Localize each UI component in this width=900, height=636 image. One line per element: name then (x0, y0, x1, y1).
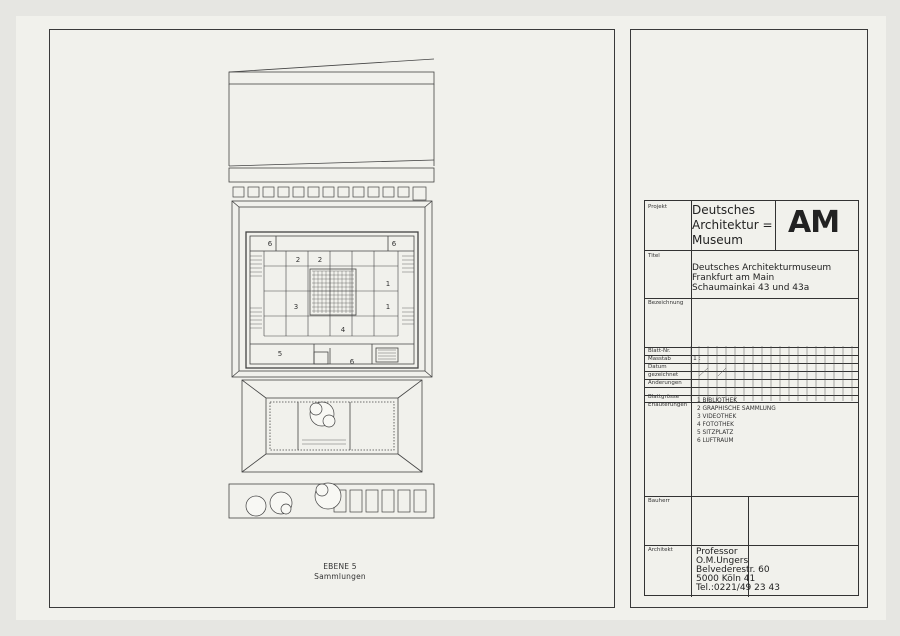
room-number: 3 (294, 303, 298, 311)
projekt-label: Projekt (648, 204, 667, 210)
projekt-line-1: Deutsches (692, 203, 756, 217)
erlaeuterungen-label: Erläuterungen (648, 402, 688, 408)
room-number: 6 (392, 240, 397, 248)
blatt-nr-label: Blatt-Nr. (648, 348, 671, 354)
architekt-label: Architekt (648, 547, 673, 553)
architekt-line-2: O.M.Ungers (696, 556, 749, 566)
projekt-line-3: Museum (692, 233, 743, 247)
floor-plan-drawing: 6 6 2 2 1 1 3 4 5 6 (228, 58, 435, 519)
level-label: EBENE 5 (323, 562, 357, 571)
room-number: 6 (350, 358, 355, 366)
room-number: 4 (341, 326, 346, 334)
aenderungen-label: Änderungen (648, 380, 682, 386)
room-number: 2 (318, 256, 322, 264)
bauherr-label: Bauherr (648, 498, 670, 504)
titel-line-2: Frankfurt am Main (692, 273, 775, 283)
datum-label: Datum (648, 364, 667, 370)
architekt-line-3: Belvederestr. 60 (696, 565, 770, 575)
drawing-frame (49, 29, 615, 608)
titel-line-1: Deutsches Architekturmuseum (692, 263, 832, 273)
titel-label: Titel (648, 253, 660, 259)
title-frame (630, 29, 868, 608)
architekt-line-1: Professor (696, 547, 738, 557)
room-number: 1 (386, 303, 390, 311)
room-number: 1 (386, 280, 390, 288)
legend-item: 5 SITZPLATZ (697, 430, 734, 436)
architekt-line-5: Tel.:0221/49 23 43 (696, 583, 780, 593)
masstab-value: 1 : (693, 355, 701, 362)
architekt-line-4: 5000 Köln 41 (696, 574, 756, 584)
drawing-sheet (16, 16, 886, 620)
projekt-line-2: Architektur = (692, 218, 773, 232)
room-number: 5 (278, 350, 282, 358)
level-sublabel: Sammlungen (314, 572, 366, 581)
legend-item: 6 LUFTRAUM (697, 438, 734, 444)
legend-item: 1 BIBLIOTHEK (697, 398, 738, 404)
masstab-label: Masstab (648, 356, 671, 362)
bezeichnung-label: Bezeichnung (648, 300, 684, 306)
room-number: 6 (268, 240, 273, 248)
gezeichnet-label: gezeichnet (648, 372, 679, 378)
titel-line-3: Schaumainkai 43 und 43a (692, 283, 810, 293)
legend-item: 3 VIDEOTHEK (697, 414, 737, 420)
sheet-info-grid (690, 346, 853, 401)
blattgroesse-label: Blattgrösse (648, 394, 680, 400)
room-number: 2 (296, 256, 300, 264)
legend-item: 4 FOTOTHEK (697, 422, 734, 428)
title-block (644, 200, 859, 597)
am-logo: AM (788, 205, 840, 240)
legend-item: 2 GRAPHISCHE SAMMLUNG (697, 406, 776, 412)
